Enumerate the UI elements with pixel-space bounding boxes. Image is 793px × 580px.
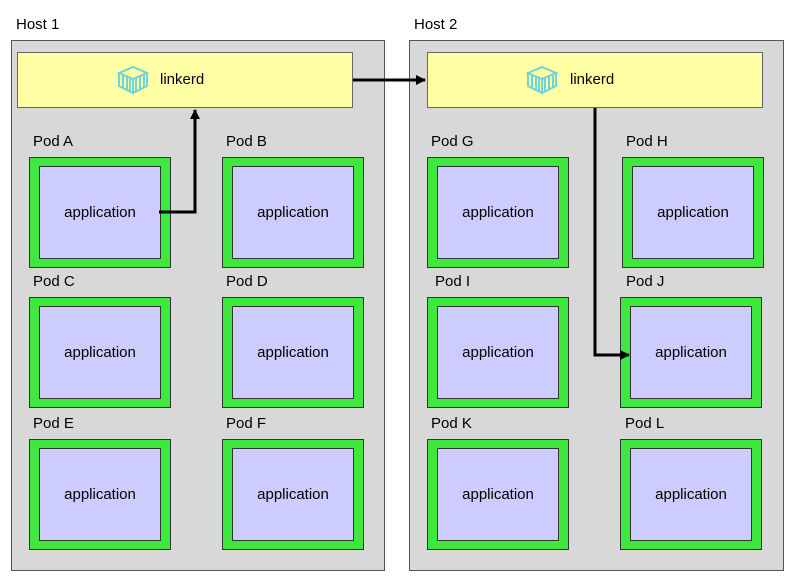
- pod-i: application: [427, 297, 569, 408]
- pod-i-label: Pod I: [435, 273, 471, 290]
- pod-a-application[interactable]: application: [39, 166, 161, 259]
- pod-j: application: [620, 297, 762, 408]
- pod-b-label: Pod B: [226, 133, 267, 150]
- host-1-linkerd[interactable]: linkerd: [17, 52, 353, 108]
- host-2-label: Host 2: [414, 16, 458, 33]
- pod-l: application: [620, 439, 762, 550]
- pod-j-label: Pod J: [626, 273, 665, 290]
- pod-c: application: [29, 297, 171, 408]
- pod-h: application: [622, 157, 764, 268]
- pod-h-label: Pod H: [626, 133, 668, 150]
- pod-k-application[interactable]: application: [437, 448, 559, 541]
- linkerd-label: linkerd: [570, 71, 615, 88]
- pod-d-application[interactable]: application: [232, 306, 354, 399]
- pod-f: application: [222, 439, 364, 550]
- pod-a: application: [29, 157, 171, 268]
- pod-c-application[interactable]: application: [39, 306, 161, 399]
- pod-g: application: [427, 157, 569, 268]
- host-2-linkerd[interactable]: linkerd: [427, 52, 763, 108]
- pod-k-label: Pod K: [431, 415, 472, 432]
- pod-c-label: Pod C: [33, 273, 75, 290]
- pod-b-application[interactable]: application: [232, 166, 354, 259]
- pod-g-application[interactable]: application: [437, 166, 559, 259]
- pod-f-label: Pod F: [226, 415, 267, 432]
- pod-k: application: [427, 439, 569, 550]
- pod-f-application[interactable]: application: [232, 448, 354, 541]
- pod-h-application[interactable]: application: [632, 166, 754, 259]
- pod-b: application: [222, 157, 364, 268]
- linkerd-logo-icon: [116, 65, 150, 95]
- pod-d-label: Pod D: [226, 273, 268, 290]
- pod-e: application: [29, 439, 171, 550]
- host-1-label: Host 1: [16, 16, 60, 33]
- linkerd-logo-icon: [525, 65, 559, 95]
- pod-d: application: [222, 297, 364, 408]
- pod-a-label: Pod A: [33, 133, 74, 150]
- pod-g-label: Pod G: [431, 133, 474, 150]
- linkerd-label: linkerd: [160, 71, 205, 88]
- pod-e-application[interactable]: application: [39, 448, 161, 541]
- pod-l-label: Pod L: [625, 415, 665, 432]
- pod-e-label: Pod E: [33, 415, 74, 432]
- pod-j-application[interactable]: application: [630, 306, 752, 399]
- pod-l-application[interactable]: application: [630, 448, 752, 541]
- pod-i-application[interactable]: application: [437, 306, 559, 399]
